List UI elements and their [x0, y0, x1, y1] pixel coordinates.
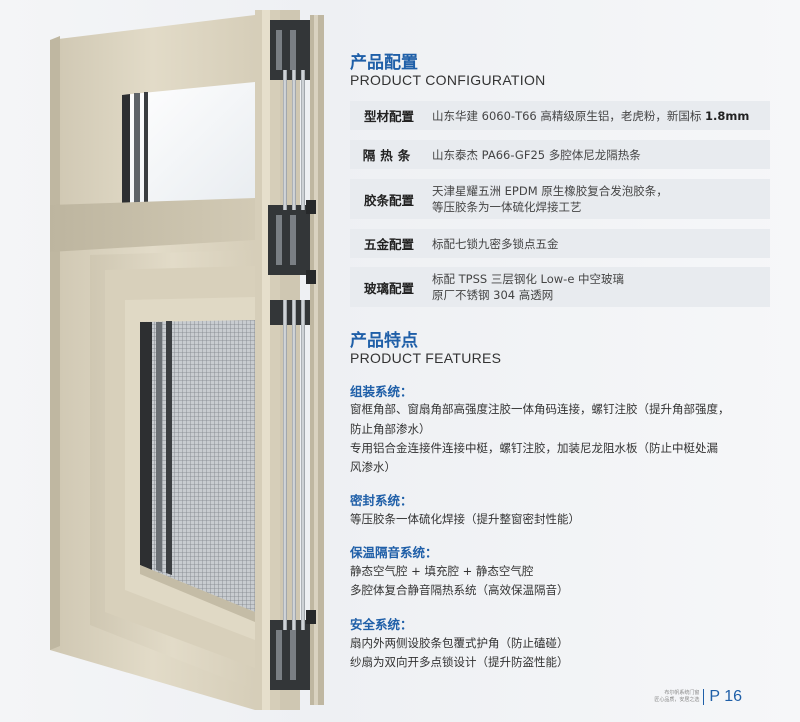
- config-row-glass: 玻璃配置 标配 TPSS 三层钢化 Low-e 中空玻璃 原厂不锈钢 304 高…: [350, 267, 770, 307]
- feature-head-sealing: 密封系统：: [350, 493, 413, 508]
- feature-head-safety: 安全系统：: [350, 617, 413, 632]
- feature-line: 风渗水）: [350, 460, 396, 474]
- config-row-label: 五金配置: [363, 237, 414, 252]
- feature-head-insulation: 保温隔音系统：: [350, 545, 438, 560]
- features-subtitle: PRODUCT FEATURES: [350, 350, 502, 366]
- feature-line: 等压胶条一体硫化焊接（提升整窗密封性能）: [350, 512, 580, 526]
- feature-line: 扇内外两侧设胶条包覆式护角（防止磕碰）: [350, 636, 569, 650]
- config-row-value-line: 标配 TPSS 三层钢化 Low-e 中空玻璃: [432, 272, 625, 286]
- feature-line: 防止角部渗水）: [350, 422, 431, 436]
- config-row-profile: 型材配置 山东华建 6060-T66 高精级原生铝，老虎粉，新国标 1.8mm: [350, 101, 770, 130]
- config-row-value-line: 天津星耀五洲 EPDM 原生橡胶复合发泡胶条，: [432, 184, 668, 198]
- config-row-value-bold: 1.8mm: [705, 108, 750, 123]
- config-row-thermal-strip: 隔热条 山东泰杰 PA66-GF25 多腔体尼龙隔热条: [350, 140, 770, 169]
- footer-brand-line: 匠心品质，安居之选: [654, 697, 700, 703]
- feature-head-assembly: 组装系统：: [350, 384, 413, 399]
- window-profile-illustration: [50, 10, 324, 710]
- config-row-value: 标配七锁九密多锁点五金: [432, 236, 559, 251]
- config-row-label: 玻璃配置: [363, 280, 414, 296]
- page-footer: 布尔帆系统门窗 匠心品质，安居之选 P 16: [654, 688, 742, 706]
- config-title: 产品配置: [350, 53, 418, 73]
- config-row-gasket: 胶条配置 天津星耀五洲 EPDM 原生橡胶复合发泡胶条， 等压胶条为一体硫化焊接…: [350, 179, 770, 219]
- feature-line: 纱扇为双向开多点锁设计（提升防盗性能）: [350, 655, 569, 669]
- feature-line: 窗框角部、窗扇角部高强度注胶一体角码连接，螺钉注胶（提升角部强度，: [350, 402, 730, 416]
- page-number: P 16: [709, 688, 742, 705]
- config-row-value-line: 原厂不锈钢 304 高透网: [432, 288, 554, 302]
- features-title: 产品特点: [350, 331, 418, 351]
- feature-line: 专用铝合金连接件连接中梃，螺钉注胶，加装尼龙阻水板（防止中梃处漏: [350, 441, 718, 455]
- config-row-hardware: 五金配置 标配七锁九密多锁点五金: [350, 229, 770, 258]
- config-row-label: 胶条配置: [363, 192, 414, 208]
- config-row-value-text: 山东华建 6060-T66 高精级原生铝，老虎粉，新国标: [432, 108, 706, 123]
- footer-brand-line: 布尔帆系统门窗: [664, 690, 700, 696]
- config-row-value: 山东泰杰 PA66-GF25 多腔体尼龙隔热条: [432, 147, 641, 162]
- footer-brand: 布尔帆系统门窗 匠心品质，安居之选: [654, 690, 699, 704]
- feature-line: 静态空气腔 + 填充腔 + 静态空气腔: [350, 564, 534, 578]
- config-row-value: 标配 TPSS 三层钢化 Low-e 中空玻璃 原厂不锈钢 304 高透网: [432, 271, 624, 303]
- config-row-value: 天津星耀五洲 EPDM 原生橡胶复合发泡胶条， 等压胶条为一体硫化焊接工艺: [432, 183, 668, 215]
- config-row-label: 型材配置: [363, 109, 414, 124]
- footer-divider: [703, 689, 705, 705]
- config-row-value-line: 等压胶条为一体硫化焊接工艺: [432, 200, 582, 214]
- config-row-label: 隔热条: [362, 148, 416, 163]
- feature-line: 多腔体复合静音隔热系统（高效保温隔音）: [350, 583, 569, 597]
- config-subtitle: PRODUCT CONFIGURATION: [350, 72, 546, 88]
- config-row-value: 山东华建 6060-T66 高精级原生铝，老虎粉，新国标 1.8mm: [432, 108, 749, 124]
